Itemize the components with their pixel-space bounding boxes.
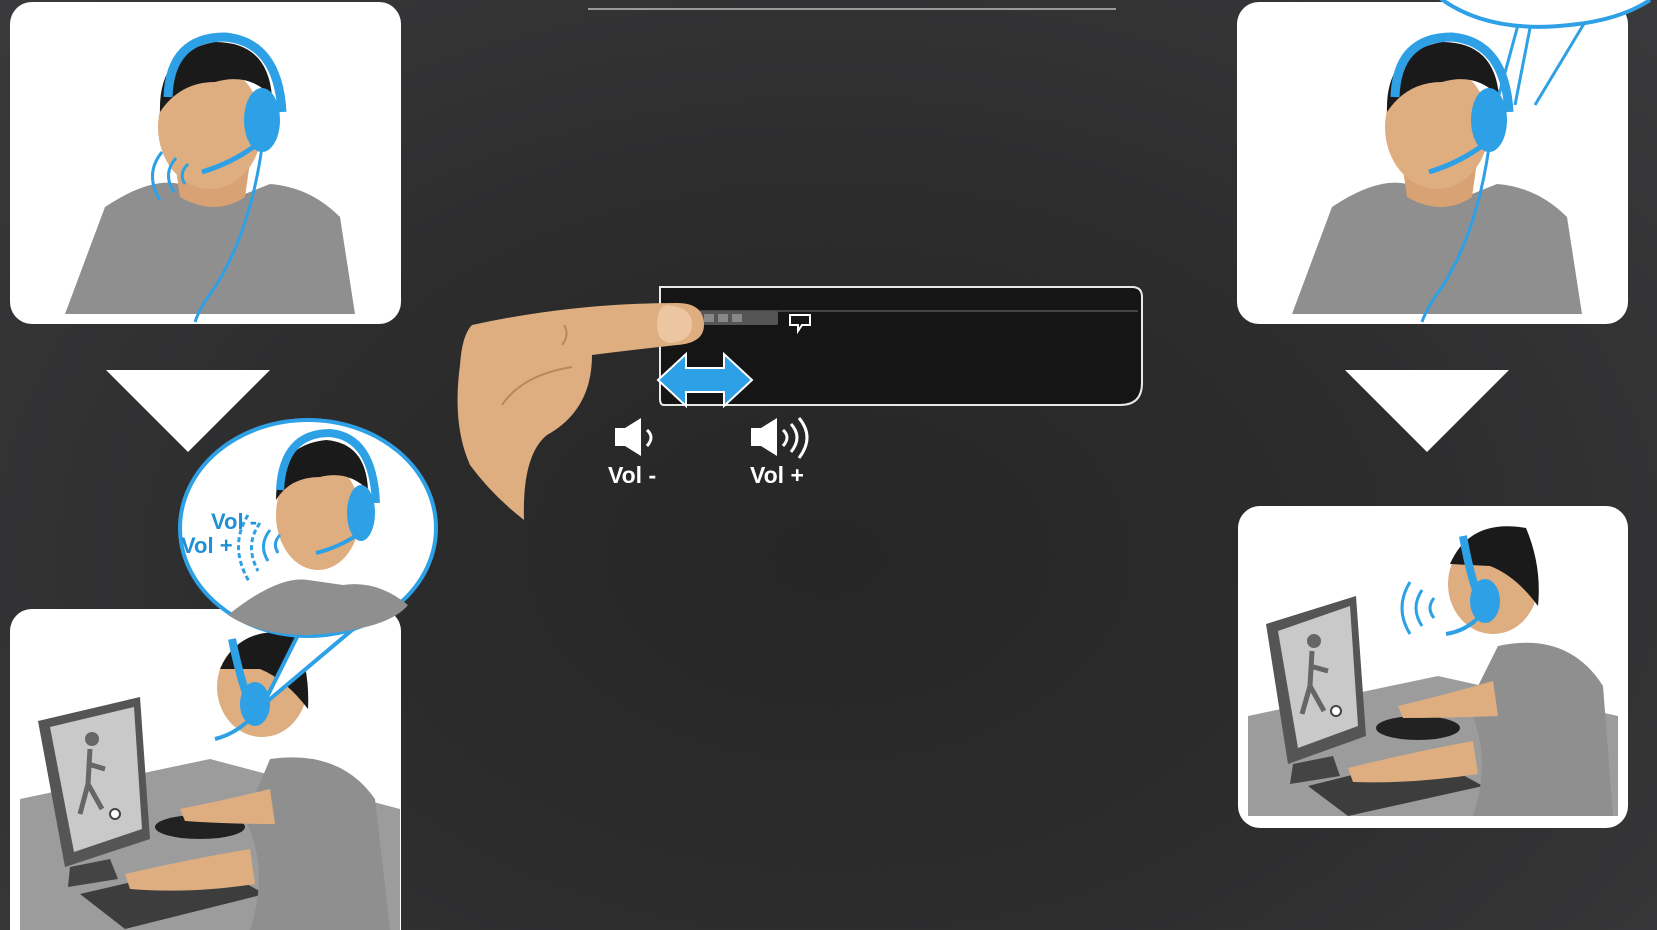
finger-illustration xyxy=(452,295,712,525)
zoom-vol-minus-label: Vol - xyxy=(211,509,257,535)
zoom-vol-plus-label: Vol + xyxy=(181,533,233,559)
person-speaking-illustration xyxy=(10,2,401,324)
panel-speaking xyxy=(10,2,401,324)
vol-plus-label: Vol + xyxy=(750,462,804,489)
speaker-low-icon xyxy=(615,418,665,458)
title-underline xyxy=(588,8,1116,10)
gamer-at-desk-illustration-right xyxy=(1238,506,1628,828)
down-triangle-icon xyxy=(1345,370,1509,452)
speaker-high-icon xyxy=(751,418,821,458)
double-arrow-icon[interactable] xyxy=(656,350,756,410)
vol-minus-label: Vol - xyxy=(608,462,656,489)
callout-bubble-top xyxy=(1420,0,1657,60)
panel-gaming-right xyxy=(1238,506,1628,828)
